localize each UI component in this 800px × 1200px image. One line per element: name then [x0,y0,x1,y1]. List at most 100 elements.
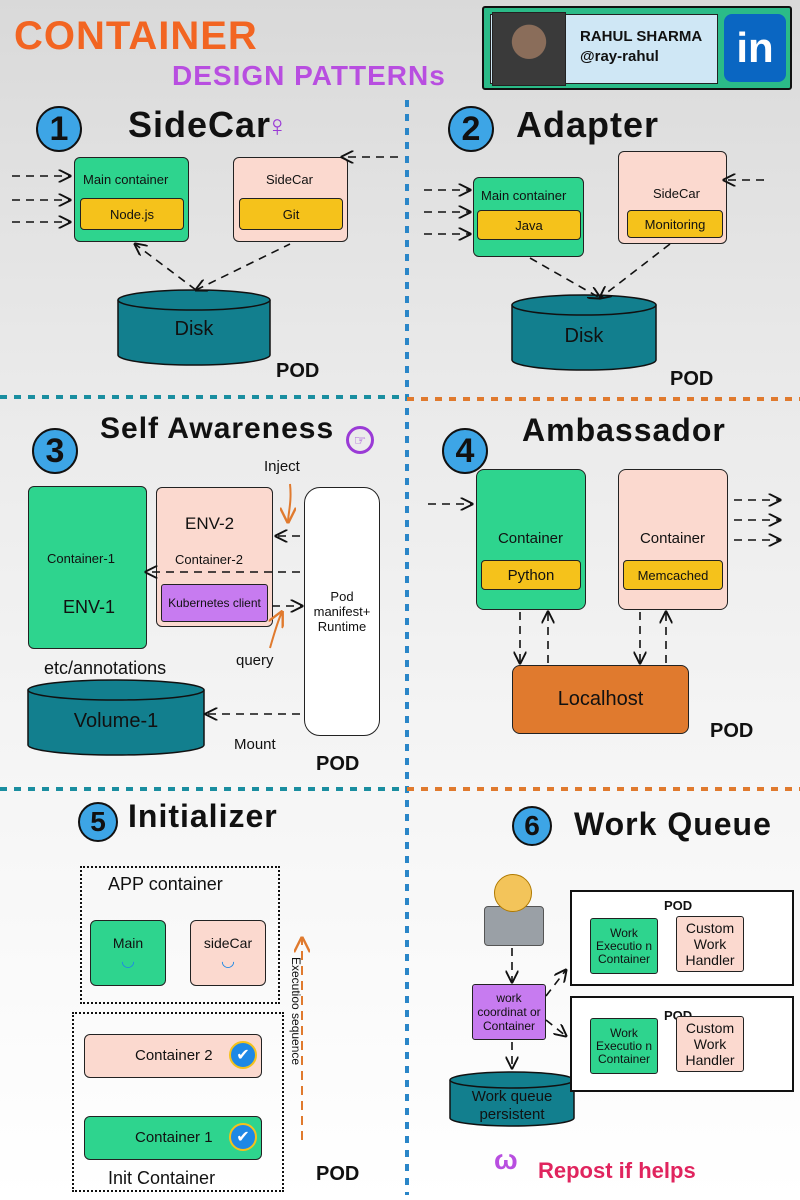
s1-pod-label: POD [276,360,320,382]
section-1-title: SideCar [128,104,272,145]
section-6-number: 6 [512,806,552,846]
s2-side-disk-arrow [600,243,671,298]
s2-main-disk-arrow [529,257,600,298]
s6-handler-2: Custom Work Handler [676,1016,744,1072]
repost-label[interactable]: Repost if helps [538,1158,696,1183]
s6-developer-head [494,874,532,912]
s6-developer-icon [478,868,548,946]
s2-side-tech: Monitoring [627,210,723,238]
s3-pod-manifest: Pod manifest+ Runtime [304,487,380,736]
s4-container-memcached: Container Memcached [618,469,728,610]
s3-c2-env: ENV-2 [185,514,235,533]
s3-k8s-client: Kubernetes client [161,584,268,622]
s6-pod-1-label: POD [664,898,693,913]
s3-c1-label: Container-1 [47,551,115,566]
s1-main-tech: Node.js [80,198,184,230]
s3-volume-label: Volume-1 [73,710,159,732]
s3-c2-label: Container-2 [175,552,243,567]
section-2-title: Adapter [516,104,660,145]
s6-exec-2: Work Executio n Container [590,1018,658,1074]
s4-c2-label: Container [639,530,706,547]
s3-c1-env: ENV-1 [63,597,116,617]
author-banner: RAHUL SHARMA @ray-rahul in [482,6,792,90]
s4-container-python: Container Python [476,469,586,610]
s3-mount-label: Mount [234,736,276,753]
section-3-title: Self Awareness [100,412,335,445]
s2-main-label: Main container [481,188,567,203]
s5-sidecar-box: sideCar ◡ [190,920,266,986]
main-subtitle: DESIGN PATTERNs [172,60,446,91]
section-5-title: Initializer [128,798,278,834]
s4-c1-label: Container [497,530,564,547]
s5-container-2-check-icon: ✔ [229,1041,257,1069]
s6-coord-to-pod1-arrow [545,970,566,997]
section-6-title: Work Queue [574,806,772,842]
s5-app-container-frame: APP container Main ◡ sideCar ◡ [80,866,280,1004]
main-title: CONTAINER [14,14,258,58]
section-5-number: 5 [78,802,118,842]
s6-queue-label: Work queue persistent [471,1088,553,1123]
s3-pod-label: POD [316,753,360,775]
s1-side-tech: Git [239,198,343,230]
s3-query-label: query [236,652,274,669]
s1-disk-side-arrow [196,243,291,290]
section-2-number: 2 [448,106,494,152]
s2-main-tech: Java [477,210,581,240]
s6-exec-1: Work Executio n Container [590,918,658,974]
s5-container-2-label: Container 2 [135,1047,213,1064]
s2-pod-label: POD [670,368,714,390]
s6-handler-1: Custom Work Handler [676,916,744,972]
linkedin-icon[interactable]: in [724,14,786,82]
s2-disk-label: Disk [564,325,604,347]
s3-inject-arrow [288,483,291,522]
s1-disk-main-arrow [135,244,197,291]
s5-sidecar-label: sideCar [203,935,253,951]
s1-main-container: Main container Node.js [74,157,189,242]
s4-c1-tech: Python [481,560,581,590]
s6-coordinator: work coordinat or Container [472,984,546,1040]
s6-pod-1: POD Work Executio n Container Custom Wor… [570,890,794,986]
s4-localhost: Localhost [512,665,689,734]
section-3-number: 3 [32,428,78,474]
s5-container-1: Container 1 ✔ [84,1116,262,1160]
s5-pod-label: POD [316,1163,360,1185]
s5-container-1-check-icon: ✔ [229,1123,257,1151]
section-4-title: Ambassador [522,412,726,448]
s3-pod-manifest-label: Pod manifest+ Runtime [313,589,371,634]
person-icon: ♀ [266,110,289,143]
s6-coord-to-pod2-arrow [545,1019,566,1036]
magnifier-icon: ☞ [346,426,374,454]
s2-side-label: SideCar [653,186,700,201]
s6-pod-2: POD Work Executio n Container Custom Wor… [570,996,794,1092]
s5-container-2: Container 2 ✔ [84,1034,262,1078]
s4-c2-tech: Memcached [623,560,723,590]
s5-container-1-label: Container 1 [135,1129,213,1146]
s5-main-spinner-icon: ◡ [121,953,135,970]
s3-annotations-label: etc/annotations [44,658,167,678]
author-handle: @ray-rahul [580,48,659,65]
author-name: RAHUL SHARMA [580,28,703,45]
s5-sidecar-spinner-icon: ◡ [221,953,235,970]
s5-main-box: Main ◡ [90,920,166,986]
s2-main-container: Main container Java [473,177,584,257]
s1-disk-label: Disk [174,318,214,340]
avatar [492,12,566,86]
s5-app-container-label: APP container [108,874,223,894]
s5-main-label: Main [112,935,144,951]
s3-container-2: ENV-2 Container-2 Kubernetes client [156,487,273,627]
s3-inject-label: Inject [264,458,300,475]
s1-side-label: SideCar [266,172,313,187]
s3-query-arrow [270,612,282,649]
section-4-number: 4 [442,428,488,474]
section-1-number: 1 [36,106,82,152]
s5-init-container-frame: Container 2 ✔ Container 1 ✔ Init Contain… [72,1012,284,1192]
s5-init-container-label: Init Container [108,1168,216,1188]
s2-sidecar: SideCar Monitoring [618,151,727,244]
s4-pod-label: POD [710,720,754,742]
